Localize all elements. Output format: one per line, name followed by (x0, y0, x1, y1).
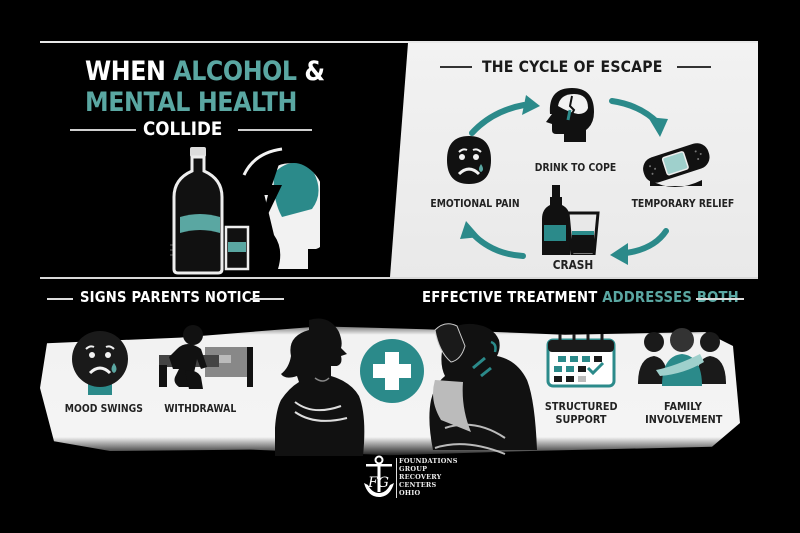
cycle-step-label: DRINK TO COPE (534, 162, 617, 174)
signs-heading: SIGNS PARENTS NOTICE (80, 288, 261, 306)
sad-face-icon (447, 136, 491, 184)
anchor-logo-icon: FG (364, 455, 394, 497)
divider (677, 66, 711, 68)
sign-label: WITHDRAWAL (164, 403, 237, 415)
person-sitting-bed-icon (159, 325, 253, 389)
logo-text-line: FOUNDATIONS (399, 457, 458, 465)
title-ampersand: & (304, 56, 325, 87)
logo-text: FOUNDATIONS GROUP RECOVERY CENTERS OHIO (399, 457, 458, 497)
divider (70, 129, 136, 131)
divider (250, 298, 284, 300)
bandage-icon (643, 143, 710, 187)
family-group-icon (638, 328, 726, 386)
bottle-head-illustration (170, 147, 320, 275)
title-alcohol: ALCOHOL (173, 56, 297, 87)
crying-face-icon (72, 331, 128, 395)
medical-plus-icon (360, 339, 424, 403)
cycle-step-label: CRASH (552, 258, 594, 272)
title-when: WHEN (85, 56, 166, 87)
logo-divider (396, 458, 397, 498)
title-collide: COLLIDE (143, 118, 223, 140)
sign-label: MOOD SWINGS (64, 403, 143, 415)
divider (238, 129, 312, 131)
treatment-label-line: SUPPORT (555, 413, 607, 426)
head-brain-icon (546, 88, 594, 142)
treatment-heading-teal: ADDRESSES BOTH (602, 288, 739, 306)
title-line-2: MENTAL HEALTH (85, 87, 298, 118)
logo-monogram: FG (367, 475, 389, 491)
treatment-heading: EFFECTIVE TREATMENT ADDRESSES BOTH (422, 288, 739, 306)
divider (696, 298, 744, 300)
distressed-teen-silhouette (429, 323, 537, 455)
treatment-heading-white: EFFECTIVE TREATMENT (422, 288, 598, 306)
logo-text-line: CENTERS (399, 481, 437, 489)
title-line-1: WHEN ALCOHOL & (85, 57, 325, 87)
treatment-label-line: INVOLVEMENT (645, 413, 723, 426)
divider (47, 298, 73, 300)
cycle-heading: THE CYCLE OF ESCAPE (482, 57, 663, 76)
divider (440, 66, 472, 68)
treatment-label-line: STRUCTURED (544, 400, 618, 413)
top-frame (40, 41, 758, 279)
treatment-label: FAMILY INVOLVEMENT (645, 400, 723, 426)
calendar-check-icon (546, 334, 616, 388)
bottle-glass-icon (542, 185, 600, 255)
treatment-label-line: FAMILY (664, 400, 702, 413)
cycle-step-label: TEMPORARY RELIEF (631, 198, 735, 210)
logo-text-line: RECOVERY (399, 473, 442, 481)
cycle-arrows (460, 95, 669, 265)
treatment-label: STRUCTURED SUPPORT (544, 400, 618, 426)
logo-text-line: OHIO (399, 489, 421, 497)
cycle-step-label: EMOTIONAL PAIN (430, 198, 520, 210)
logo-text-line: GROUP (399, 465, 428, 473)
parent-silhouette (275, 318, 365, 456)
